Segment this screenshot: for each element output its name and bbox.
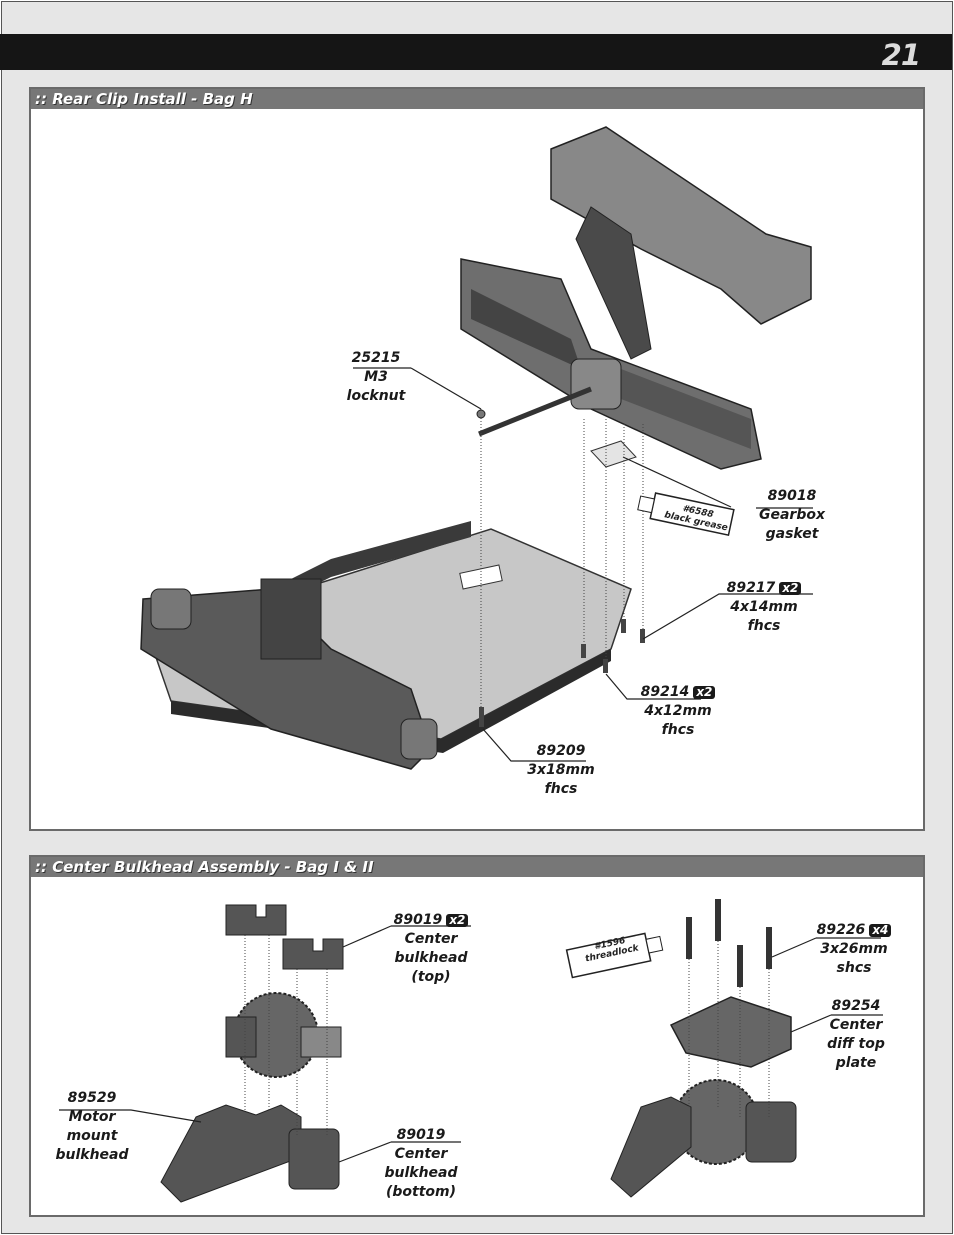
part-number: 89529: [67, 1090, 117, 1106]
bulkhead-top-right-shape: [282, 938, 344, 970]
screw-shape: [766, 927, 772, 969]
part-desc: Center: [394, 1146, 448, 1162]
grease-tube-icon: [637, 492, 735, 537]
screw-shape: [640, 629, 645, 643]
part-desc: bulkhead: [394, 950, 468, 966]
part-number: 89254: [831, 998, 881, 1014]
callout-25215: 25215 M3 locknut: [331, 349, 421, 406]
part-desc: Motor: [68, 1109, 116, 1125]
center-bulkhead-section: :: Center Bulkhead Assembly - Bag I & II: [29, 855, 925, 1217]
leader-line-89254: [790, 1014, 832, 1033]
callout-89529: 89529 Motor mount bulkhead: [47, 1089, 137, 1165]
part-desc: plate: [835, 1055, 877, 1071]
part-desc: (bottom): [385, 1184, 457, 1200]
quantity-badge: x2: [446, 914, 469, 927]
front-shock-tower-shape: [260, 578, 322, 660]
leader-line-locknut: [410, 367, 482, 410]
part-desc: (top): [411, 969, 451, 985]
part-desc: M3: [364, 369, 388, 385]
rear-clip-section: :: Rear Clip Install - Bag H: [29, 87, 925, 831]
screw-shape: [603, 659, 608, 673]
part-desc: Center: [404, 931, 458, 947]
part-desc: 3x18mm: [527, 762, 595, 778]
rear-arm-right-shape: [621, 369, 751, 449]
rear-arm-left-shape: [471, 289, 581, 369]
part-desc: shcs: [836, 960, 872, 976]
screw-shape: [581, 644, 586, 658]
section-title: :: Center Bulkhead Assembly - Bag I & II: [31, 857, 923, 877]
rear-clip-illustration: [140, 126, 813, 770]
bulkhead-bottom-shape: [288, 1128, 340, 1190]
part-desc: Center: [829, 1017, 883, 1033]
part-desc: 4x12mm: [644, 703, 712, 719]
screw-shape: [715, 899, 721, 941]
center-bulkhead-illustration: [59, 899, 883, 1203]
screw-shape: [479, 707, 484, 727]
part-number: 89019: [393, 912, 443, 928]
quantity-badge: x2: [779, 582, 802, 595]
quantity-badge: x4: [869, 924, 892, 937]
quantity-badge: x2: [693, 686, 716, 699]
screw-shape: [686, 917, 692, 959]
part-number: 89019: [396, 1127, 446, 1143]
screw-shape: [737, 945, 743, 987]
part-desc: locknut: [346, 388, 406, 404]
part-desc: fhcs: [661, 722, 695, 738]
part-desc: bulkhead: [384, 1165, 458, 1181]
part-number: 89018: [767, 488, 817, 504]
front-hub-left-shape: [150, 588, 192, 630]
diff-outdrive-left-shape: [225, 1016, 257, 1058]
part-desc: mount: [66, 1128, 118, 1144]
leader-line-89214: [605, 673, 701, 700]
leader-line-89226: [771, 937, 817, 958]
screw-shape: [621, 619, 626, 633]
threadlock-tube-icon: [565, 932, 664, 979]
front-hub-right-shape: [400, 718, 438, 760]
callout-89018: 89018 Gearbox gasket: [747, 487, 837, 544]
motor-mount-bulkhead-shape: [610, 1096, 692, 1198]
rear-gearbox-shape: [570, 358, 622, 410]
part-desc: fhcs: [747, 618, 781, 634]
page-number: 21: [881, 38, 921, 72]
part-number: 89209: [536, 743, 586, 759]
callout-89019-bottom: 89019 Center bulkhead (bottom): [371, 1126, 471, 1202]
rear-brace-shape: [478, 386, 592, 437]
locknut-shape: [476, 409, 486, 419]
part-desc: fhcs: [544, 781, 578, 797]
part-desc: Gearbox: [758, 507, 825, 523]
leader-line-gasket: [622, 456, 732, 508]
part-number: 89214: [640, 684, 690, 700]
part-desc: 4x14mm: [730, 599, 798, 615]
part-number: 25215: [351, 350, 401, 366]
part-number: 89217: [726, 580, 776, 596]
callout-89209: 89209 3x18mm fhcs: [511, 742, 611, 799]
part-desc: diff top: [827, 1036, 885, 1052]
side-guard-shape: [291, 521, 471, 593]
part-desc: gasket: [765, 526, 819, 542]
leader-line-89209: [482, 728, 586, 762]
bulkhead-top-left-shape: [225, 904, 287, 936]
section-title: :: Rear Clip Install - Bag H: [31, 89, 923, 109]
callout-89254: 89254 Center diff top plate: [811, 997, 901, 1073]
motor-mount-bulkhead-shape: [160, 1104, 302, 1203]
page-header-bar: [0, 34, 952, 70]
leader-line-89529: [59, 1109, 202, 1123]
part-number: 89226: [816, 922, 866, 938]
leader-line-89019-bottom: [338, 1141, 392, 1163]
gearbox-gasket-shape: [590, 440, 637, 468]
diff-top-plate-shape: [669, 996, 792, 1068]
wing-mount-shape: [575, 206, 652, 360]
leader-line-89019-top: [342, 925, 392, 948]
part-desc: 3x26mm: [820, 941, 888, 957]
bulkhead-shape: [745, 1101, 797, 1163]
diff-outdrive-right-shape: [300, 1026, 342, 1058]
part-desc: bulkhead: [55, 1147, 129, 1163]
